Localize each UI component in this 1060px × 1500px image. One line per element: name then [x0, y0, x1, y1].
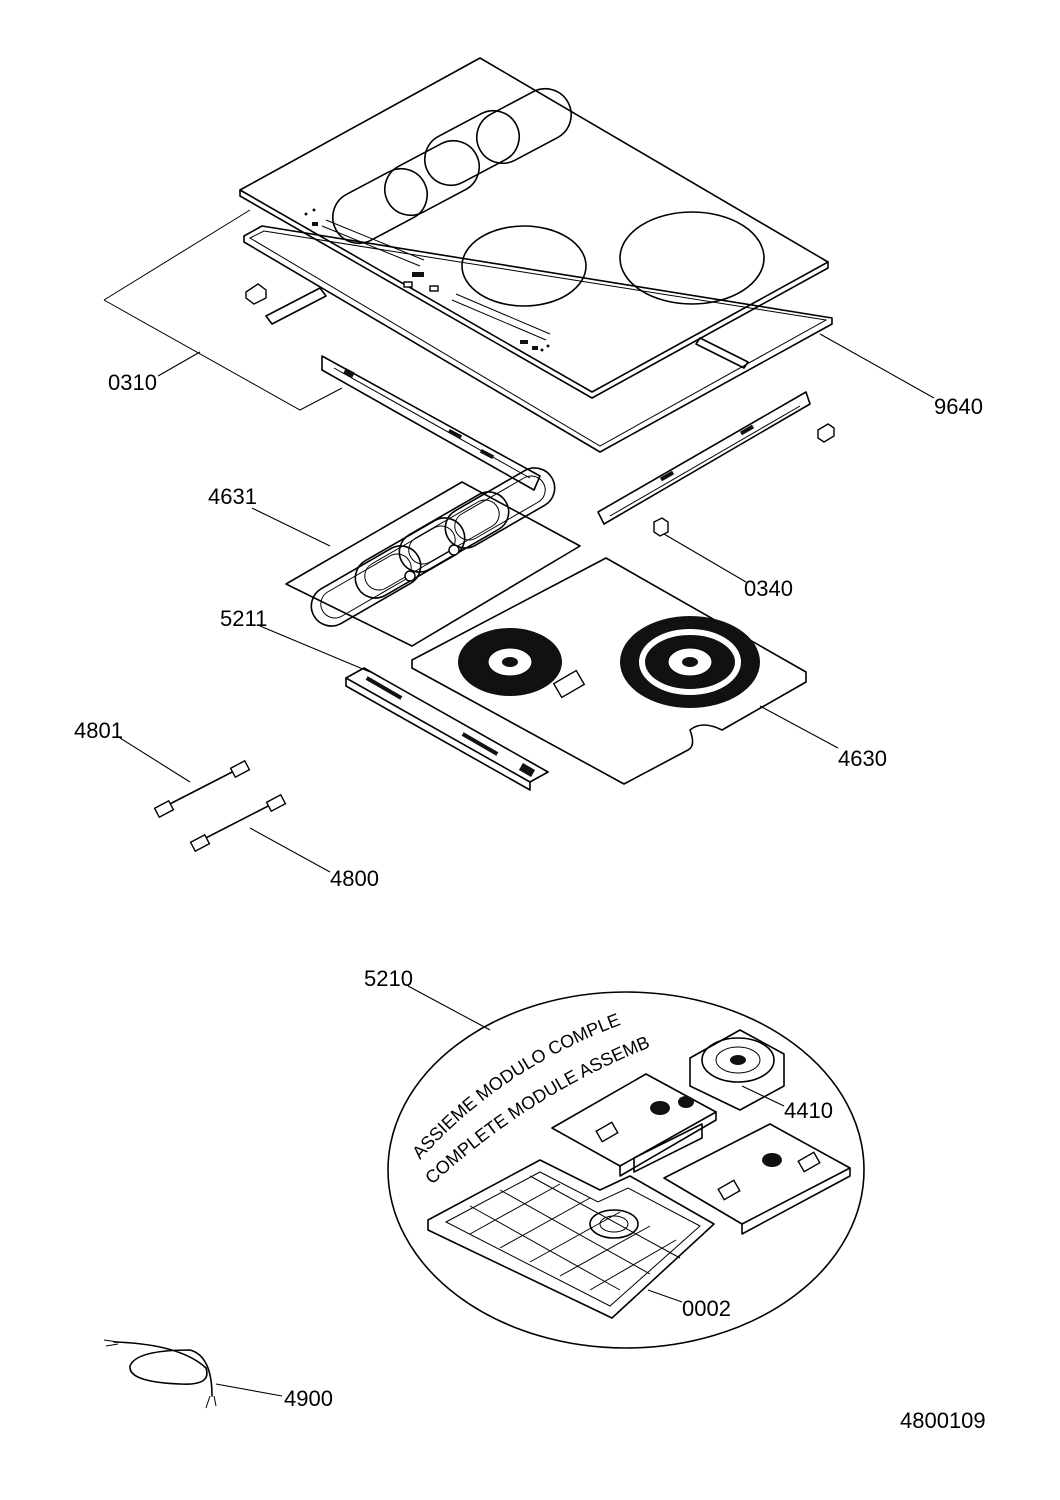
corner-clip [245, 283, 835, 537]
assembly-caption-it: ASSIEME MODULO COMPLETO [0, 0, 623, 1163]
glass-region-outline [103, 209, 343, 411]
assembly-caption-en: COMPLETE MODULE ASSEMBLY [0, 0, 652, 1188]
part-label-0002: 0002 [682, 1296, 731, 1321]
ribbon-cable [153, 759, 287, 853]
drawing-number: 4800109 [900, 1408, 986, 1433]
fan-unit [689, 1029, 785, 1111]
coil-carrier-plate [285, 467, 581, 647]
part-label-4410: 4410 [784, 1098, 833, 1123]
gasket-frame [243, 225, 833, 453]
touch-control-strip [304, 208, 551, 352]
glass-cooktop-panel [239, 57, 829, 399]
coil-tray-plate [411, 557, 807, 785]
control-board [345, 667, 549, 791]
power-cord [103, 1339, 217, 1409]
induction-coil [310, 467, 556, 627]
part-label-9640: 9640 [934, 394, 983, 419]
part-label-4800: 4800 [330, 866, 379, 891]
part-label-5211: 5211 [220, 606, 267, 631]
part-label-0340: 0340 [744, 576, 793, 601]
part-label-4630: 4630 [838, 746, 887, 771]
part-label-0310: 0310 [108, 370, 157, 395]
cooking-zone-oval [332, 87, 572, 245]
leader-lines [119, 333, 935, 1397]
part-label-4900: 4900 [284, 1386, 333, 1411]
round-induction-coil [458, 616, 760, 708]
power-board [551, 1073, 717, 1177]
cooking-zone-round [461, 211, 765, 307]
side-bracket [265, 287, 811, 525]
part-label-4631: 4631 [208, 484, 257, 509]
part-label-5210: 5210 [364, 966, 413, 991]
power-board [663, 1123, 851, 1235]
part-label-4801: 4801 [74, 718, 123, 743]
bottom-housing [427, 1159, 715, 1319]
